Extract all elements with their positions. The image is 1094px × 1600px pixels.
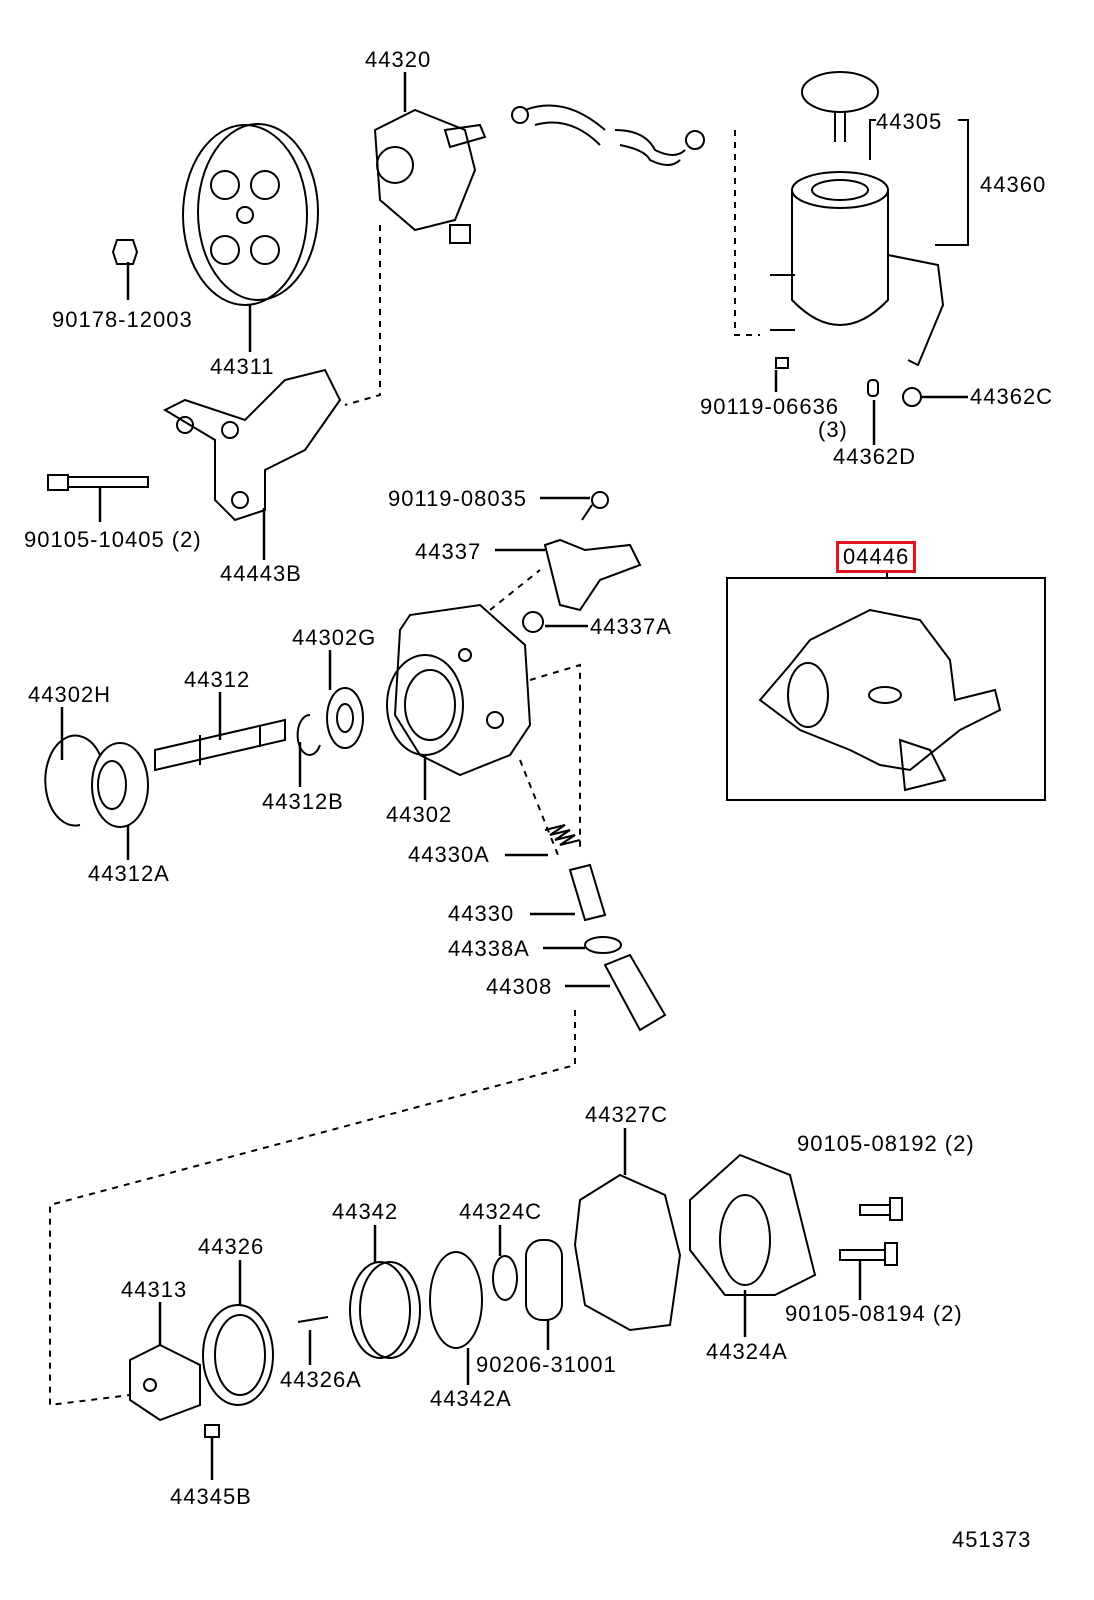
gasket-90206 xyxy=(525,1239,563,1321)
part-label[interactable]: 90178-12003 xyxy=(52,307,193,332)
part-label[interactable]: 44362D xyxy=(833,444,917,469)
shaft-44312 xyxy=(154,718,286,772)
bearing-44312A xyxy=(91,742,149,828)
part-label[interactable]: 44313 xyxy=(121,1277,188,1302)
bracket-44360 xyxy=(935,119,969,246)
reservoir-44360 xyxy=(770,71,945,367)
part-label[interactable]: 44302G xyxy=(292,625,377,650)
part-label[interactable]: 44308 xyxy=(486,974,553,999)
part-label[interactable]: 44326 xyxy=(198,1234,265,1259)
part-quantity: (3) xyxy=(818,417,848,442)
leader-lines xyxy=(60,72,968,1480)
part-label[interactable]: 44302H xyxy=(28,682,112,707)
part-label[interactable]: 90105-08192 (2) xyxy=(797,1131,975,1156)
part-label[interactable]: 44337A xyxy=(590,614,672,639)
plug-44308 xyxy=(603,953,667,1032)
part-label[interactable]: 44330 xyxy=(448,901,515,926)
pin-44326A xyxy=(297,1316,329,1323)
dash-lines-pump xyxy=(489,569,581,861)
key-44345B xyxy=(204,1424,220,1438)
part-label[interactable]: 44327C xyxy=(585,1102,669,1127)
part-label[interactable]: 44324C xyxy=(459,1199,543,1224)
bolts-90105-08192 xyxy=(839,1197,903,1266)
part-label[interactable]: 44320 xyxy=(365,47,432,72)
part-label[interactable]: 90105-08194 (2) xyxy=(785,1301,963,1326)
diagram-id: 451373 xyxy=(952,1527,1032,1552)
valve-44330 xyxy=(568,863,607,922)
plate-44342 xyxy=(349,1261,421,1359)
fitting-44337 xyxy=(522,538,642,633)
cover-44324A xyxy=(689,1153,817,1296)
part-label[interactable]: 44337 xyxy=(415,539,482,564)
bolt-90105-10405 xyxy=(47,474,149,491)
gasket-44327C xyxy=(573,1173,682,1332)
nut-90178 xyxy=(111,239,139,265)
seal-44302G xyxy=(326,687,364,749)
leader-44305 xyxy=(869,119,876,160)
pump-housing-44302 xyxy=(386,603,532,777)
part-label[interactable]: 90206-31001 xyxy=(476,1352,617,1377)
rotor-44313 xyxy=(129,1343,201,1422)
part-label[interactable]: 90105-10405 (2) xyxy=(24,527,202,552)
inset-pump-04446 xyxy=(758,608,1002,792)
part-label[interactable]: 44312 xyxy=(184,667,251,692)
snap-ring-44302H xyxy=(44,734,101,827)
part-label[interactable]: 44311 xyxy=(210,354,275,379)
part-label[interactable]: 44362C xyxy=(970,384,1054,409)
hoses xyxy=(511,104,705,166)
part-label[interactable]: 44305 xyxy=(876,109,943,134)
oring-44338A xyxy=(584,936,622,954)
cam-ring-44326 xyxy=(202,1304,274,1406)
bracket-44443B xyxy=(162,368,342,522)
part-label[interactable]: 44324A xyxy=(706,1339,788,1364)
spring-44330A xyxy=(544,824,581,846)
part-label[interactable]: 44330A xyxy=(408,842,490,867)
part-label[interactable]: 44312A xyxy=(88,861,170,886)
bolt-90119-08035 xyxy=(581,491,609,521)
pulley-44311 xyxy=(182,123,319,306)
dash-line-bracket xyxy=(344,225,381,406)
part-label[interactable]: 44302 xyxy=(386,802,453,827)
part-label[interactable]: 44342A xyxy=(430,1386,512,1411)
part-label[interactable]: 44360 xyxy=(980,172,1047,197)
part-label[interactable]: 90119-06636 xyxy=(700,394,840,419)
part-label[interactable]: 44312B xyxy=(262,789,344,814)
oring-44342A xyxy=(429,1251,483,1349)
part-label[interactable]: 44326A xyxy=(280,1367,362,1392)
part-label[interactable]: 44443B xyxy=(220,561,302,586)
hose-dash-line xyxy=(734,130,760,336)
highlighted-part-label[interactable]: 04446 xyxy=(836,541,917,573)
oring-44324C xyxy=(492,1255,518,1301)
small-parts-reservoir xyxy=(775,357,922,407)
part-label[interactable]: 44345B xyxy=(170,1484,252,1509)
part-label[interactable]: 44338A xyxy=(448,936,530,961)
pump-assembly-44320 xyxy=(373,108,487,244)
dash-line-lower xyxy=(49,1010,576,1407)
part-label[interactable]: 44342 xyxy=(332,1199,399,1224)
part-label[interactable]: 90119-08035 xyxy=(388,486,528,511)
